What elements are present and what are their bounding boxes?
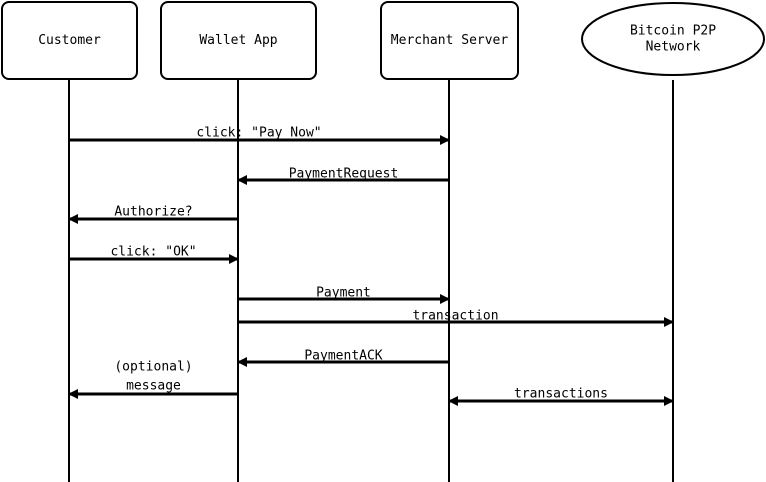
messages: click: "Pay Now" PaymentRequestAuthorize?… (68, 126, 674, 406)
participant-label: Wallet App (199, 33, 277, 48)
message-5: Payment (238, 286, 450, 304)
message-label: PaymentACK (304, 349, 382, 364)
participant-label: Network (646, 40, 701, 55)
message-label: transaction (412, 309, 498, 324)
message-label: (optional) (114, 360, 192, 375)
participant-shape (581, 2, 765, 76)
message-label: PaymentRequest (289, 167, 399, 182)
participant-customer: Customer (1, 1, 138, 80)
message-label: click: "Pay Now" (196, 126, 321, 141)
message-label: message (126, 379, 181, 394)
message-7: PaymentACK (237, 349, 449, 367)
message-label: Authorize? (114, 205, 192, 220)
message-label: transactions (514, 387, 608, 402)
message-label: Payment (316, 286, 371, 301)
lifelines (68, 80, 674, 482)
participant-shape (1, 1, 138, 80)
message-4: click: "OK" (69, 245, 239, 264)
participant-merchant: Merchant Server (380, 1, 519, 80)
message-9: transactions (448, 387, 674, 406)
participant-label: Customer (38, 33, 101, 48)
participant-shape (380, 1, 519, 80)
participant-shape (160, 1, 317, 80)
participant-label: Bitcoin P2P (630, 24, 716, 39)
message-1: click: "Pay Now" (69, 126, 450, 145)
message-6: transaction (238, 309, 674, 327)
message-3: Authorize? (68, 205, 238, 224)
message-2: PaymentRequest (237, 167, 449, 185)
message-label: click: "OK" (110, 245, 196, 260)
participant-label: Merchant Server (391, 33, 509, 48)
message-8: (optional) message (68, 360, 238, 399)
participants: Customer Wallet App Merchant Server Bitcoin… (1, 1, 765, 80)
participant-wallet: Wallet App (160, 1, 317, 80)
